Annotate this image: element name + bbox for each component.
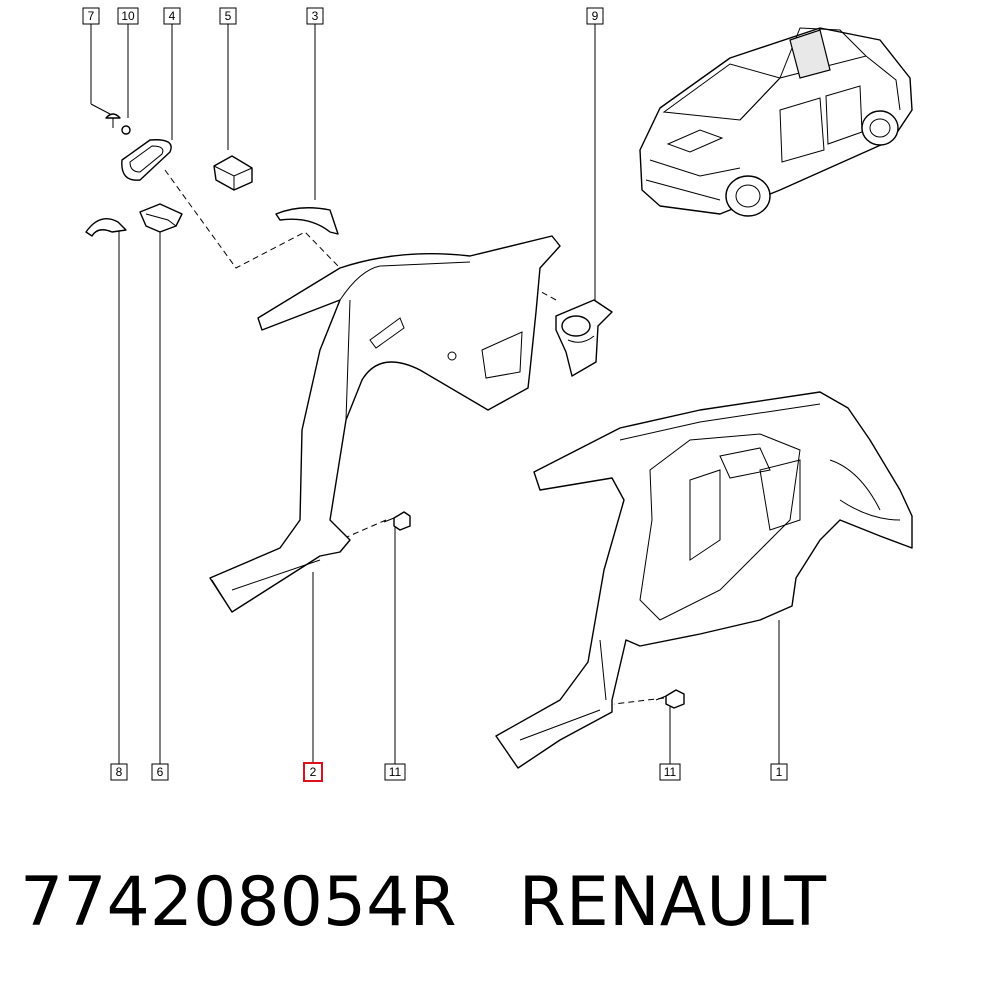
- callout-11-right: 11: [659, 763, 681, 781]
- fuel-flap-part-4: [121, 139, 172, 181]
- svg-text:3: 3: [312, 9, 319, 23]
- bracket-part-5: [213, 155, 253, 191]
- callout-1: 1: [770, 763, 788, 781]
- callout-4: 4: [163, 7, 181, 25]
- body-side-inner-part-1: [495, 391, 913, 769]
- callouts: 7 10 4 5 3 9 8 6 2 11 11 1: [82, 7, 788, 782]
- callout-5: 5: [219, 7, 237, 25]
- wheel-arch-part-9: [555, 299, 613, 377]
- reinforcement-part-3: [275, 207, 339, 235]
- svg-text:7: 7: [88, 9, 95, 23]
- bracket-part-6: [139, 203, 183, 233]
- svg-text:11: 11: [389, 765, 402, 779]
- callout-9: 9: [586, 7, 604, 25]
- callout-3: 3: [306, 7, 324, 25]
- assembly-dashed-lines: [164, 169, 665, 705]
- screw-part-11-right: [655, 689, 685, 709]
- callout-10: 10: [117, 7, 139, 25]
- callout-6: 6: [151, 763, 169, 781]
- callout-2-highlighted: 2: [303, 762, 323, 782]
- svg-text:8: 8: [116, 765, 123, 779]
- svg-text:11: 11: [664, 765, 677, 779]
- quarter-panel-part-2: [209, 235, 561, 613]
- part-number: 774208054R: [20, 863, 457, 942]
- svg-text:6: 6: [157, 765, 164, 779]
- clip-part-10: [121, 125, 131, 135]
- callout-11-left: 11: [384, 763, 406, 781]
- screw-part-11-left: [383, 511, 411, 531]
- svg-text:2: 2: [310, 765, 317, 779]
- callout-7: 7: [82, 7, 100, 25]
- svg-text:1: 1: [776, 765, 783, 779]
- leader-lines: [90, 24, 780, 764]
- rivet-part-7: [105, 113, 121, 128]
- svg-text:9: 9: [592, 9, 599, 23]
- callout-8: 8: [110, 763, 128, 781]
- svg-text:10: 10: [121, 9, 135, 23]
- car-thumbnail: [639, 27, 913, 217]
- svg-text:5: 5: [225, 9, 232, 23]
- brand-name: RENAULT: [518, 863, 827, 942]
- svg-text:4: 4: [169, 9, 176, 23]
- bracket-part-8: [85, 218, 127, 237]
- caption: 774208054R RENAULT: [20, 858, 826, 948]
